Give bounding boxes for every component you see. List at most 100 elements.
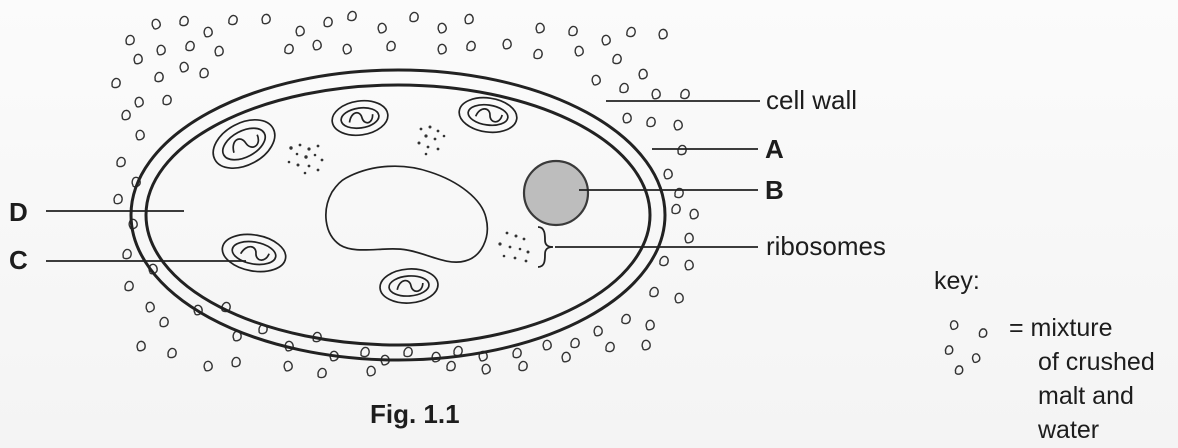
malt-particle-icon (605, 342, 615, 353)
label-c: C (9, 245, 28, 275)
malt-particle-icon (437, 22, 447, 33)
malt-particle-icon (591, 74, 601, 85)
malt-particle-icon (518, 361, 527, 371)
key-malt-particles (945, 320, 987, 374)
ribosome-dot-icon (304, 172, 307, 175)
malt-particle-icon (387, 41, 396, 51)
mitochondrion-top-right (457, 94, 519, 136)
ribosome-dot-icon (308, 165, 311, 168)
ribosome-dot-icon (317, 169, 320, 172)
ribosome-dot-icon (523, 238, 526, 241)
mitochondrion-bottom (379, 267, 439, 305)
malt-particle-icon (663, 169, 672, 179)
ribosome-cluster-left (288, 144, 324, 175)
key-line-4: water (1037, 416, 1099, 444)
malt-particle-icon (671, 204, 680, 214)
malt-particle-icon (639, 69, 648, 79)
malt-particle-icon (972, 353, 981, 363)
malt-particle-icon (675, 293, 684, 303)
malt-particle-icon (570, 338, 579, 348)
ribosome-dot-icon (515, 235, 518, 238)
malt-particle-icon (619, 83, 628, 93)
malt-particle-icon (203, 361, 213, 372)
malt-particle-icon (659, 256, 669, 267)
ribosome-dot-icon (437, 130, 440, 133)
malt-particle-icon (649, 287, 659, 298)
malt-particles (111, 11, 698, 379)
malt-particle-icon (659, 29, 668, 39)
malt-particle-icon (562, 352, 571, 362)
malt-particle-icon (185, 41, 195, 52)
malt-particle-icon (680, 89, 690, 100)
ribosome-dot-icon (418, 142, 421, 145)
malt-particle-icon (542, 340, 552, 351)
malt-particle-icon (312, 40, 322, 51)
key-line-3: malt and (1038, 382, 1134, 410)
ribosome-dot-icon (427, 146, 430, 149)
malt-particle-icon (367, 366, 376, 376)
ribosome-dot-icon (299, 144, 302, 147)
ribosome-dot-icon (498, 242, 501, 245)
ribosome-dot-icon (289, 146, 292, 149)
cell-wall-outline (131, 70, 665, 360)
ribosome-cluster-top (418, 126, 446, 156)
ribosome-cluster-bottom (498, 232, 529, 263)
malt-particle-icon (151, 18, 162, 30)
malt-particle-icon (145, 302, 155, 313)
malt-particle-icon (646, 117, 655, 127)
malt-particle-icon (403, 347, 412, 357)
mitochondrion-top-left (205, 110, 283, 178)
malt-particle-icon (513, 348, 522, 358)
malt-particle-icon (215, 46, 224, 56)
ribosome-dot-icon (296, 153, 299, 156)
label-a: A (765, 134, 784, 164)
malt-particle-icon (347, 11, 357, 22)
ribosome-dot-icon (307, 147, 310, 150)
malt-particle-icon (283, 361, 293, 372)
ribosome-bracket (538, 227, 553, 267)
ribosome-dot-icon (317, 145, 320, 148)
malt-particle-icon (503, 39, 512, 49)
malt-particle-icon (945, 346, 953, 355)
ribosome-dot-icon (519, 248, 522, 251)
ribosome-dot-icon (503, 255, 506, 258)
malt-particle-icon (574, 46, 584, 57)
cell-wall-label: cell wall (766, 85, 857, 115)
ribosome-dot-icon (321, 159, 324, 162)
malt-particle-icon (685, 233, 694, 243)
malt-particle-icon (163, 95, 172, 105)
malt-particle-icon (465, 14, 473, 24)
malt-particle-icon (116, 157, 125, 167)
ribosome-dot-icon (424, 134, 427, 137)
malt-particle-icon (673, 120, 683, 131)
nucleus-shape (326, 166, 487, 262)
ribosome-dot-icon (304, 155, 307, 158)
malt-particle-icon (533, 49, 542, 59)
ribosome-dot-icon (506, 232, 509, 235)
key-title: key: (934, 267, 980, 295)
ribosome-dot-icon (314, 154, 317, 157)
malt-particle-icon (641, 340, 650, 350)
malt-particle-icon (979, 328, 987, 337)
key-line-2: of crushed (1038, 348, 1155, 376)
malt-particle-icon (593, 326, 602, 336)
ribosome-dot-icon (514, 257, 517, 260)
malt-particle-icon (409, 12, 418, 22)
malt-particle-icon (228, 15, 238, 26)
malt-particle-icon (678, 145, 687, 155)
mitochondrion-top-middle (330, 97, 390, 138)
malt-particle-icon (684, 260, 694, 271)
malt-particle-icon (360, 347, 370, 358)
ribosome-dot-icon (509, 246, 512, 249)
ribosome-dot-icon (443, 135, 446, 138)
malt-particle-icon (203, 27, 213, 38)
malt-particle-icon (137, 341, 146, 351)
malt-particle-icon (156, 45, 165, 55)
ribosome-dot-icon (437, 148, 440, 151)
ribosome-dot-icon (525, 260, 528, 263)
ribosome-dot-icon (288, 161, 291, 164)
malt-particle-icon (623, 113, 632, 123)
malt-particle-icon (690, 209, 699, 219)
